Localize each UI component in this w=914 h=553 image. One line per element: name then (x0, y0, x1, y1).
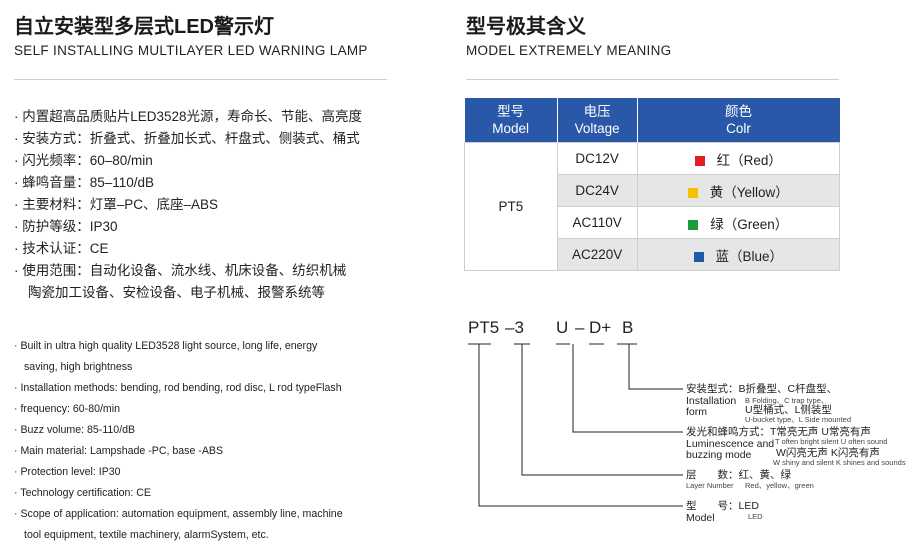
en-feature-item: tool equipment, textile machinery, alarm… (24, 529, 269, 541)
color-cell: 红（Red） (636, 142, 841, 175)
header-voltage-cn: 电压 (583, 104, 611, 119)
en-feature-item: · frequency: 60-80/min (14, 403, 120, 415)
color-label: 蓝（Blue） (715, 248, 784, 264)
en-feature-item: saving, high brightness (24, 361, 133, 373)
en-feature-item: · Built in ultra high quality LED3528 li… (14, 340, 318, 352)
cn-feature-item: · 防护等级：IP30 (14, 219, 118, 234)
green-swatch-icon (688, 219, 699, 230)
en-feature-list: · Built in ultra high quality LED3528 li… (14, 336, 343, 546)
en-feature-item: · Buzz volume: 85-110/dB (14, 424, 136, 436)
layer-number-sub: Red、yellow、green (745, 481, 814, 490)
code-part-layers: –3 (505, 318, 524, 337)
red-swatch-icon (694, 155, 705, 166)
cn-feature-item: · 使用范围：自动化设备、流水线、机床设备、纺织机械 (14, 263, 347, 278)
yellow-swatch-icon (687, 187, 698, 198)
cn-feature-list: · 内置超高品质贴片LED3528光源，寿命长、节能、高亮度 · 安装方式：折叠… (14, 106, 362, 304)
voltage-cell: DC24V (556, 174, 638, 207)
mount-type-en-2: form (686, 406, 707, 418)
voltage-cell: AC110V (556, 206, 638, 239)
sound-mode-sub-2: W shiny and silent K shines and sounds (773, 458, 906, 467)
table-row: AC220V 蓝（Blue） (465, 238, 841, 271)
blue-swatch-icon (693, 251, 704, 262)
right-title-en: MODEL EXTREMELY MEANING (466, 43, 672, 58)
sound-mode-en-2: buzzing mode (686, 449, 752, 461)
en-feature-item: · Scope of application: automation equip… (14, 508, 343, 520)
en-feature-item: · Technology certification: CE (14, 487, 151, 499)
left-divider (14, 79, 387, 80)
code-part-dplus: D+ (589, 318, 612, 337)
left-title-en: SELF INSTALLING MULTILAYER LED WARNING L… (14, 43, 368, 58)
layer-number-en: Layer Number (686, 481, 734, 490)
model-spec-table: 型号 Model 电压 Voltage 颜色 Colr PT5 DC12V 红（… (464, 98, 841, 271)
sound-mode-sub-1: T often bright silent U often sound (775, 437, 888, 446)
sound-mode-cn: 发光和蜂鸣方式：T常亮无声 U常亮有声 (686, 426, 871, 438)
voltage-cell: AC220V (556, 238, 638, 271)
header-model-en: Model (492, 121, 529, 136)
mount-type-cn-2: U型桶式、L侧装型 (745, 404, 832, 416)
left-title-cn: 自立安装型多层式LED警示灯 (14, 16, 274, 38)
cn-feature-item: · 主要材料：灯罩–PC、底座–ABS (14, 197, 219, 212)
header-color-en: Colr (726, 121, 751, 136)
table-row: PT5 DC12V 红（Red） (464, 142, 841, 271)
mount-type-sub-2: U-bucket type、L Side mounted (745, 415, 852, 424)
mount-type-sub-1: B Folding、C trap type、 (745, 396, 829, 405)
code-part-u: U (556, 318, 569, 337)
header-model: 型号 Model (464, 98, 558, 143)
sound-mode-en-1: Luminescence and (686, 438, 775, 450)
sound-mode-cn-2: W闪亮无声 K闪亮有声 (776, 447, 880, 459)
color-label: 红（Red） (716, 152, 782, 168)
mount-type-cn: 安装型式：B折叠型、C杆盘型、 (686, 383, 838, 395)
cn-feature-item: · 安装方式：折叠式、折叠加长式、杆盘式、侧装式、桶式 (14, 131, 360, 146)
mount-type-en-1: Installation (686, 395, 737, 407)
color-cell: 黄（Yellow） (636, 174, 841, 207)
header-voltage-en: Voltage (574, 121, 620, 136)
right-title-cn: 型号极其含义 (466, 16, 586, 38)
table-row: DC24V 黄（Yellow） (465, 174, 841, 207)
right-divider (466, 79, 839, 80)
en-feature-item: · Protection level: IP30 (14, 466, 121, 478)
code-part-dash: – (575, 318, 585, 337)
cn-feature-item: · 闪光频率：60–80/min (14, 153, 153, 168)
color-cell: 蓝（Blue） (636, 238, 841, 271)
model-cn: 型 号：LED (686, 500, 759, 512)
cn-feature-item: · 内置超高品质贴片LED3528光源，寿命长、节能、高亮度 (14, 109, 363, 124)
header-color: 颜色 Colr (637, 98, 840, 143)
en-feature-item: · Installation methods: bending, rod ben… (14, 382, 342, 394)
code-part-pt5: PT5 (468, 318, 500, 337)
model-sub: LED (748, 512, 763, 521)
header-voltage: 电压 Voltage (557, 98, 638, 143)
layer-number-cn: 层 数：红、黄、绿 (686, 469, 791, 481)
cn-feature-item: · 蜂鸣音量：85–110/dB (14, 175, 155, 190)
cn-feature-item: · 技术认证：CE (14, 241, 109, 256)
color-label: 黄（Yellow） (709, 184, 789, 200)
header-color-cn: 颜色 (725, 104, 753, 119)
model-cell: PT5 (464, 142, 558, 271)
code-part-b: B (622, 318, 634, 337)
table-header-row: 型号 Model 电压 Voltage 颜色 Colr (464, 98, 840, 143)
cn-feature-item: 陶瓷加工设备、安检设备、电子机械、报警系统等 (28, 285, 325, 300)
header-model-cn: 型号 (497, 104, 525, 119)
voltage-cell: DC12V (556, 142, 638, 175)
en-feature-item: · Main material: Lampshade -PC, base -AB… (14, 445, 224, 457)
color-label: 绿（Green） (710, 216, 789, 232)
model-en: Model (686, 512, 715, 524)
